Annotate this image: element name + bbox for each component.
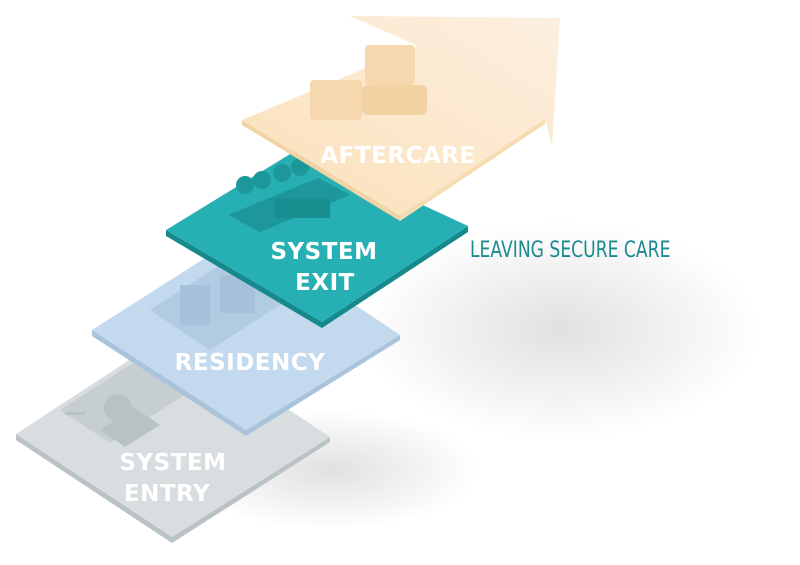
system-exit-label-line2: EXIT [295, 270, 355, 296]
step-aftercare: AFTERCARE [242, 16, 560, 221]
drop-shadow [360, 220, 760, 440]
aftercare-label: AFTERCARE [320, 143, 475, 169]
system-exit-label-line1: SYSTEM [270, 239, 377, 265]
residency-label: RESIDENCY [175, 350, 326, 376]
system-entry-label-line2: ENTRY [124, 481, 210, 507]
handshake-icon [310, 45, 427, 120]
system-entry-label-line1: SYSTEM [119, 450, 226, 476]
leaving-secure-care-label: LEAVING SECURE CARE [470, 238, 671, 263]
